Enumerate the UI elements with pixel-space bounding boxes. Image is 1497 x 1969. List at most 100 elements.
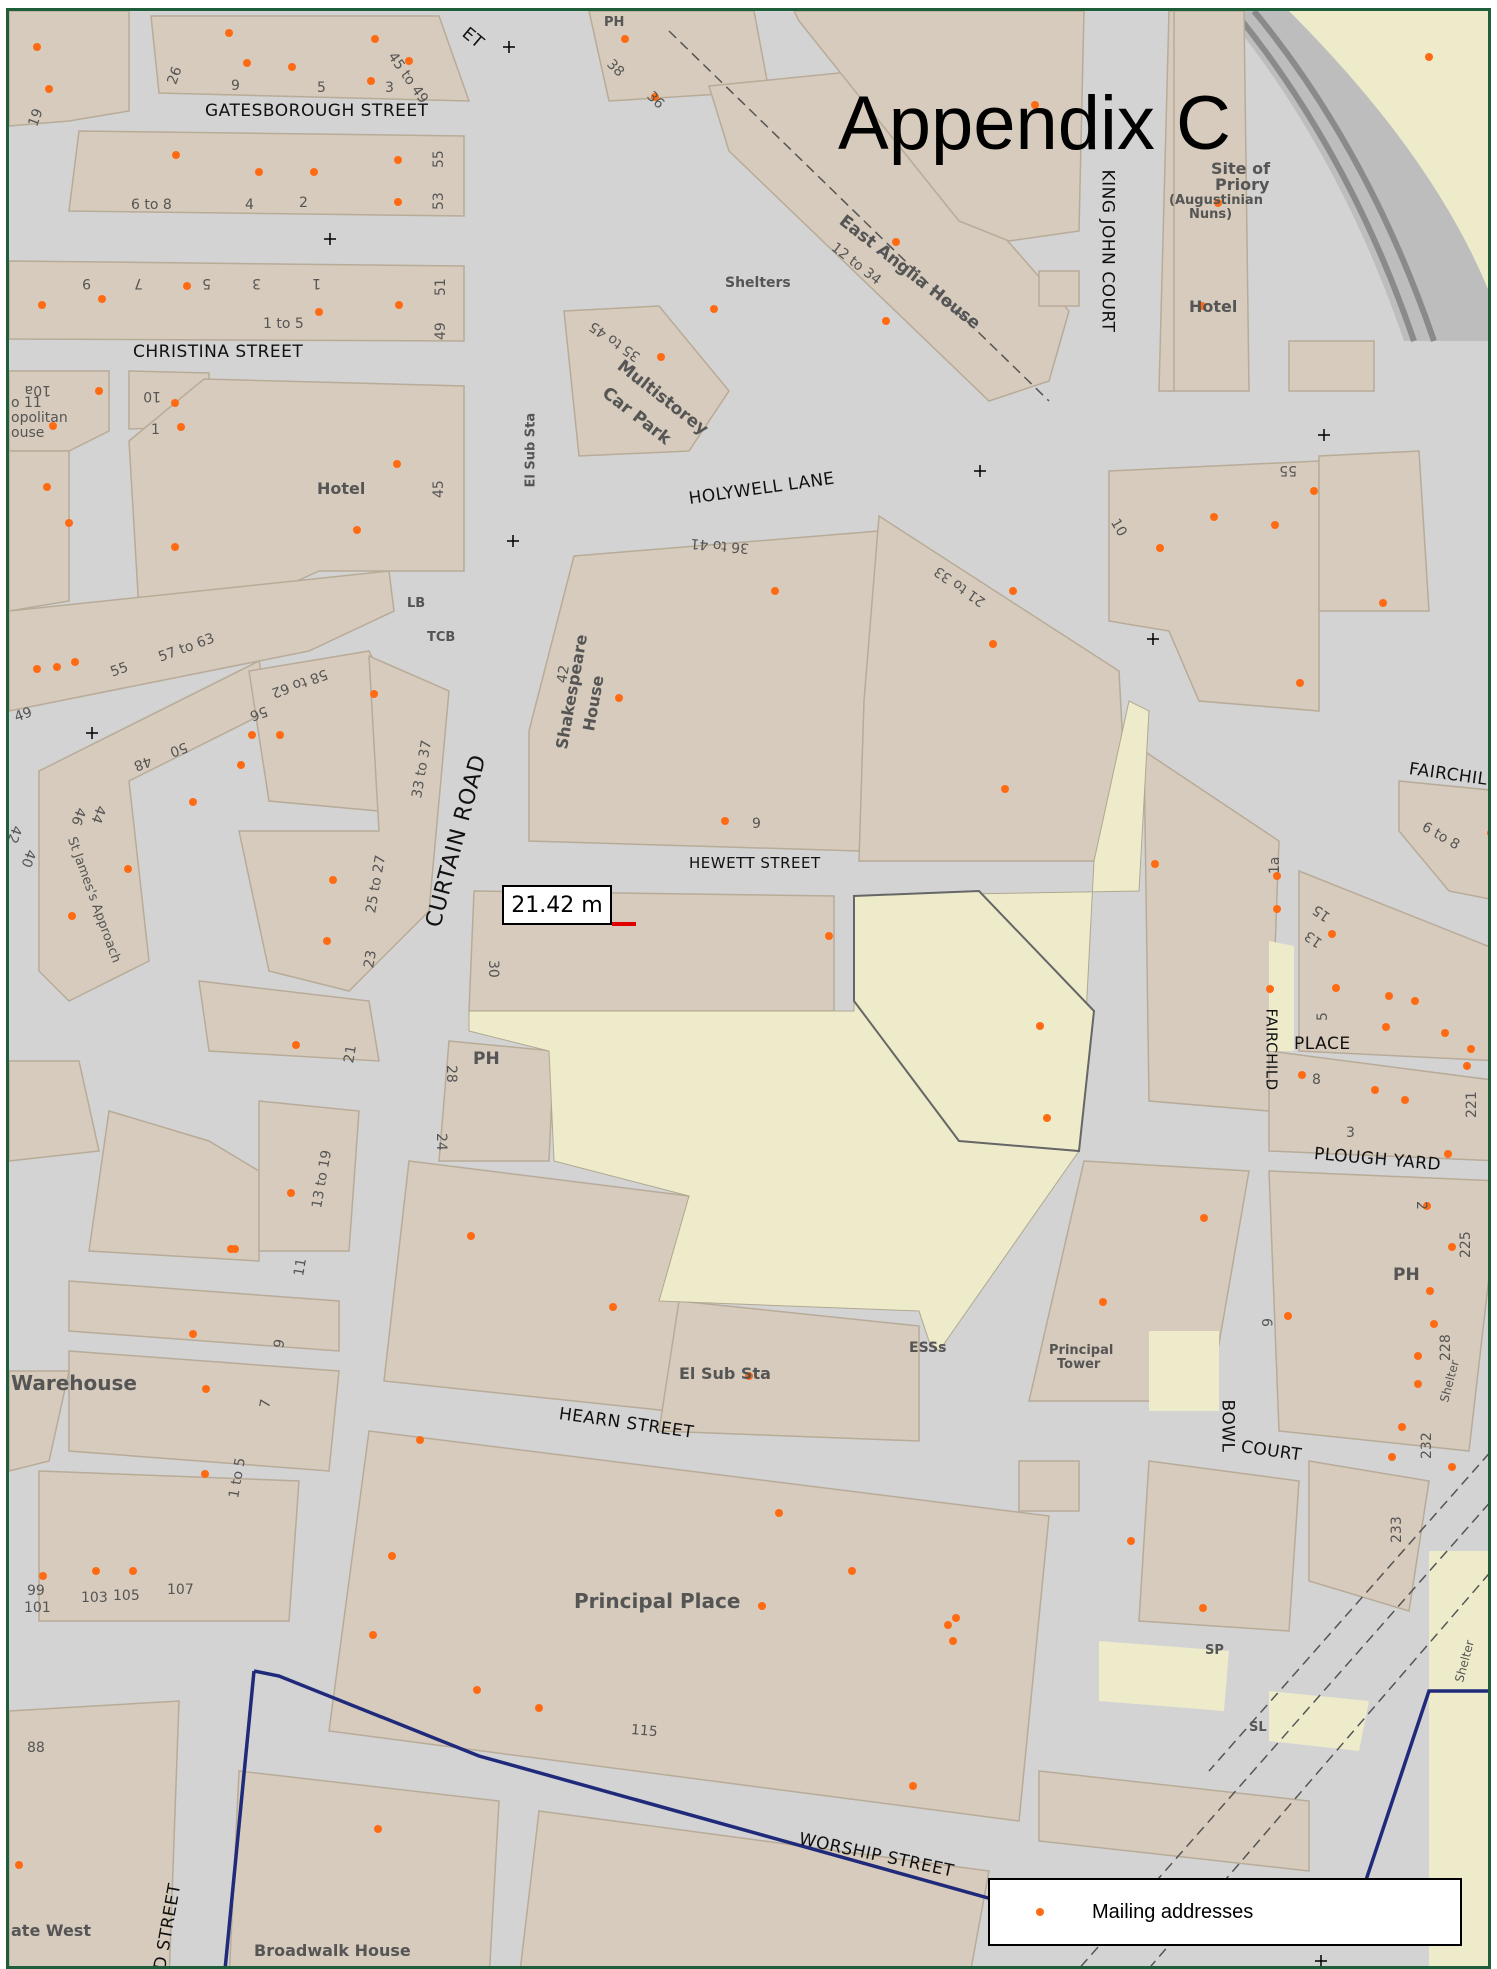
mailing-address-dot [1284,1312,1292,1320]
mailing-address-dot [38,301,46,309]
mailing-address-dot [310,168,318,176]
mailing-address-dot [1036,1022,1044,1030]
place-label-el-sub-top: El Sub Sta [523,412,539,488]
mailing-address-dot [201,1470,209,1478]
mailing-address-dot [467,1232,475,1240]
house-number: 28 [443,1065,459,1083]
block [1288,340,1375,392]
place-label-warehouse: Warehouse [11,1371,137,1395]
house-number: 24 [433,1133,449,1151]
mailing-address-dot [944,1621,952,1629]
block [383,1160,690,1412]
mailing-address-dot [1156,544,1164,552]
mailing-address-dot [1298,1071,1306,1079]
house-number: 9 [231,78,240,94]
mailing-address-dot [1401,1096,1409,1104]
mailing-address-dot [1379,599,1387,607]
mailing-address-dot [1214,199,1222,207]
mailing-address-dot [323,937,331,945]
mailing-address-dot [1487,830,1488,836]
mailing-address-dot [367,77,375,85]
place-label-shelters: Shelters [725,275,791,291]
block [9,11,130,127]
mailing-address-dot [1332,984,1340,992]
place-label-el-sub-mid: El Sub Sta [679,1364,771,1383]
legend-label: Mailing addresses [1092,1900,1254,1923]
map-canvas[interactable] [9,11,1491,1969]
house-number: 6 [1258,1318,1274,1327]
mailing-address-dot [473,1686,481,1694]
house-number: 233 [1389,1516,1405,1543]
mailing-address-dot [892,238,900,246]
place-label-priory-c: (Augustinian [1169,193,1263,208]
open-land [1289,11,1488,290]
place-label-ate-west: ate West [11,1921,91,1940]
mailing-address-dot [243,59,251,67]
mailing-address-dot [183,282,191,290]
mailing-address-dot [1151,860,1159,868]
place-label-hotel-right: Hotel [1189,297,1238,316]
block [1268,1170,1488,1452]
mailing-address-dot [721,817,729,825]
mailing-address-dot [1273,905,1281,913]
mailing-address-dot [172,151,180,159]
mailing-address-dot [1444,1150,1452,1158]
block [9,260,465,342]
mailing-address-dot [1385,992,1393,1000]
street-label-king-john: KING JOHN COURT [1097,169,1118,333]
house-number: 53 [431,192,447,210]
mailing-address-dot [848,1567,856,1575]
mailing-address-dot [609,1303,617,1311]
mailing-address-dot [1411,997,1419,1005]
open-space [1269,941,1294,1051]
mailing-address-dot [92,1567,100,1575]
page-title: Appendix C [838,81,1231,166]
mailing-address-dot [288,63,296,71]
house-number: 23 [361,949,380,970]
mailing-address-dot [1463,1062,1471,1070]
dashed-line [668,30,1050,402]
house-number: 30 [485,960,501,978]
place-label-hotel-left: Hotel [317,479,366,498]
house-number: 55 [1279,462,1297,478]
mailing-address-dot [1127,1537,1135,1545]
crosshair [1147,633,1159,645]
house-number: 3 [252,275,261,291]
place-label-sp: SP [1205,1643,1224,1658]
mailing-address-dot [1200,1214,1208,1222]
railway-track [1251,11,1437,342]
railway-track [1231,11,1417,342]
mailing-address-dot [416,1436,424,1444]
open-space [1149,1331,1219,1411]
place-label-priory-a: Site of [1211,159,1271,178]
house-number: 3 [385,80,394,96]
house-number: 1 to 5 [263,316,304,332]
mailing-address-dot [1031,101,1039,109]
mailing-address-dot [771,587,779,595]
house-number: 8 [1312,1072,1321,1088]
mailing-address-dot [65,519,73,527]
street-label-hewett: HEWETT STREET [689,854,821,872]
place-label-ph-a: PH [473,1049,500,1069]
mailing-address-dot [49,422,57,430]
house-number: 1 [151,422,160,438]
measurement-label[interactable]: 21.42 m [502,885,612,925]
crosshair [974,465,986,477]
place-label-metropolitan-c: ouse [11,425,45,441]
place-label-ph-c: PH [604,15,625,30]
place-label-broadwalk: Broadwalk House [254,1941,411,1960]
mailing-address-dot [171,543,179,551]
block [1308,1460,1430,1612]
mailing-address-dot [129,1567,137,1575]
dashed-line [1080,1503,1488,1966]
mailing-address-dot [657,353,665,361]
mailing-address-dot [395,301,403,309]
mailing-address-dot [405,57,413,65]
house-number: 225 [1458,1231,1474,1258]
mailing-address-dot [45,85,53,93]
house-number: 88 [27,1740,45,1756]
block [38,1470,300,1622]
mailing-address-dot [1414,1352,1422,1360]
mailing-address-dot [315,308,323,316]
mailing-address-dot [535,1704,543,1712]
